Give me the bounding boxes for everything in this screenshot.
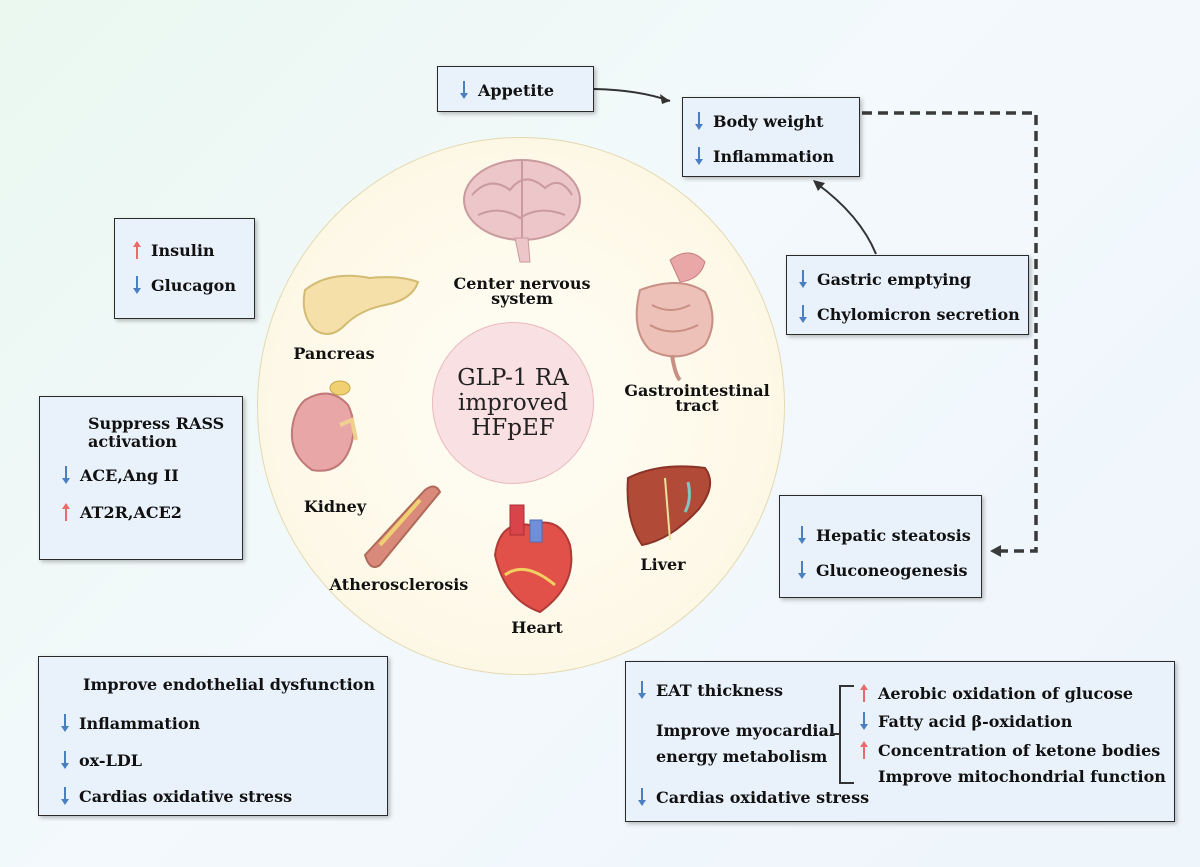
inflammation-row: Inflammation (693, 145, 834, 167)
oxldl-text: ox-LDL (79, 750, 142, 770)
myocardial-line1: Improve myocardial (656, 721, 835, 740)
down-arrow-icon (796, 524, 808, 546)
endo-inflammation-row: Inflammation (59, 712, 200, 734)
kidney-label: Kidney (303, 497, 367, 516)
hepatic-row: Hepatic steatosis (796, 524, 971, 546)
gi-tract-icon (635, 252, 714, 382)
ace-text: ACE,Ang II (80, 465, 179, 485)
down-arrow-icon (693, 110, 705, 132)
center-line3: HFpEF (471, 414, 555, 441)
gastric-box: Gastric emptying Chylomicron secretion (786, 255, 1029, 335)
body-weight-row: Body weight (693, 110, 824, 132)
brain-icon (463, 159, 581, 263)
liver-label: Liver (640, 555, 686, 574)
rass-title-line1: Suppress RASS (88, 414, 225, 433)
gi-label-line2: tract (675, 396, 719, 415)
inflammation-text: Inflammation (713, 146, 835, 166)
gi-label: Gastrointestinal tract (617, 381, 777, 415)
body-weight-text: Body weight (713, 111, 824, 131)
gluconeogenesis-row: Gluconeogenesis (796, 559, 968, 581)
ketone-text: Concentration of ketone bodies (878, 740, 1161, 760)
body-weight-box: Body weight Inflammation (682, 97, 860, 177)
brain-label-line2: system (491, 289, 553, 308)
gastric-text: Gastric emptying (817, 269, 972, 289)
center-line1: GLP-1 RA (457, 364, 569, 391)
endothelial-title: Improve endothelial dysfunction (83, 675, 375, 694)
down-arrow-icon (131, 274, 143, 296)
aerobic-text: Aerobic oxidation of glucose (878, 683, 1134, 703)
endo-inflammation-text: Inflammation (79, 713, 201, 733)
heart-oxidative-row: Cardias oxidative stress (636, 786, 869, 808)
eat-text: EAT thickness (656, 680, 783, 700)
endo-oxidative-text: Cardias oxidative stress (79, 786, 293, 806)
up-arrow-icon (131, 239, 143, 261)
mitochondrial-row: Improve mitochondrial function (878, 767, 1166, 786)
bracket-icon (830, 685, 854, 784)
at2r-row: AT2R,ACE2 (60, 501, 182, 523)
gi-label-line1: Gastrointestinal (624, 381, 770, 400)
heart-metabolism-box: EAT thickness Improve myocardial energy … (625, 661, 1175, 822)
rass-title: Suppress RASS activation (88, 415, 224, 451)
artery-icon (363, 485, 442, 568)
hepatic-box: Hepatic steatosis Gluconeogenesis (779, 495, 982, 598)
rass-box: Suppress RASS activation ACE,Ang II AT2R… (39, 396, 243, 560)
ketone-row: Concentration of ketone bodies (858, 739, 1160, 761)
gastric-row: Gastric emptying (797, 268, 971, 290)
down-arrow-icon (59, 785, 71, 807)
down-arrow-icon (636, 786, 648, 808)
down-arrow-icon (797, 303, 809, 325)
endothelial-box: Improve endothelial dysfunction Inflamma… (38, 656, 388, 816)
glucagon-text: Glucagon (151, 275, 236, 295)
insulin-text: Insulin (151, 240, 215, 260)
up-arrow-icon (858, 739, 870, 761)
fatty-acid-text: Fatty acid β-oxidation (878, 711, 1073, 731)
down-arrow-icon (458, 79, 470, 101)
brain-label-line1: Center nervous (453, 274, 591, 293)
brain-label: Center nervous system (443, 274, 601, 308)
center-label: GLP-1 RA improved HFpEF (432, 322, 594, 484)
hepatic-text: Hepatic steatosis (816, 525, 971, 545)
down-arrow-icon (797, 268, 809, 290)
insulin-box: Insulin Glucagon (114, 218, 255, 319)
appetite-row: Appetite (458, 79, 554, 101)
down-arrow-icon (60, 464, 72, 486)
rass-title-line2: activation (88, 432, 178, 451)
atherosclerosis-label: Atherosclerosis (329, 575, 469, 594)
down-arrow-icon (636, 679, 648, 701)
heart-label: Heart (511, 618, 563, 637)
down-arrow-icon (693, 145, 705, 167)
liver-icon (626, 465, 712, 547)
heart-oxidative-text: Cardias oxidative stress (656, 787, 870, 807)
myocardial-line2: energy metabolism (656, 747, 828, 766)
heart-icon (493, 504, 573, 614)
at2r-text: AT2R,ACE2 (80, 502, 182, 522)
down-arrow-icon (796, 559, 808, 581)
fatty-acid-row: Fatty acid β-oxidation (858, 710, 1072, 732)
myocardial-label: Improve myocardial energy metabolism (656, 718, 835, 770)
pancreas-icon (302, 274, 420, 335)
chylomicron-row: Chylomicron secretion (797, 303, 1020, 325)
mitochondrial-text: Improve mitochondrial function (878, 767, 1166, 786)
kidney-icon (290, 380, 358, 472)
ace-row: ACE,Ang II (60, 464, 179, 486)
down-arrow-icon (858, 710, 870, 732)
gluconeogenesis-text: Gluconeogenesis (816, 560, 968, 580)
pancreas-label: Pancreas (293, 344, 375, 363)
oxldl-row: ox-LDL (59, 749, 142, 771)
glucagon-row: Glucagon (131, 274, 236, 296)
up-arrow-icon (60, 501, 72, 523)
insulin-row: Insulin (131, 239, 215, 261)
down-arrow-icon (59, 749, 71, 771)
center-line2: improved (457, 389, 569, 416)
up-arrow-icon (858, 682, 870, 704)
aerobic-row: Aerobic oxidation of glucose (858, 682, 1133, 704)
chylomicron-text: Chylomicron secretion (817, 304, 1020, 324)
appetite-box: Appetite (437, 66, 594, 112)
endo-oxidative-row: Cardias oxidative stress (59, 785, 292, 807)
appetite-text: Appetite (478, 80, 555, 100)
down-arrow-icon (59, 712, 71, 734)
eat-row: EAT thickness (636, 679, 783, 701)
